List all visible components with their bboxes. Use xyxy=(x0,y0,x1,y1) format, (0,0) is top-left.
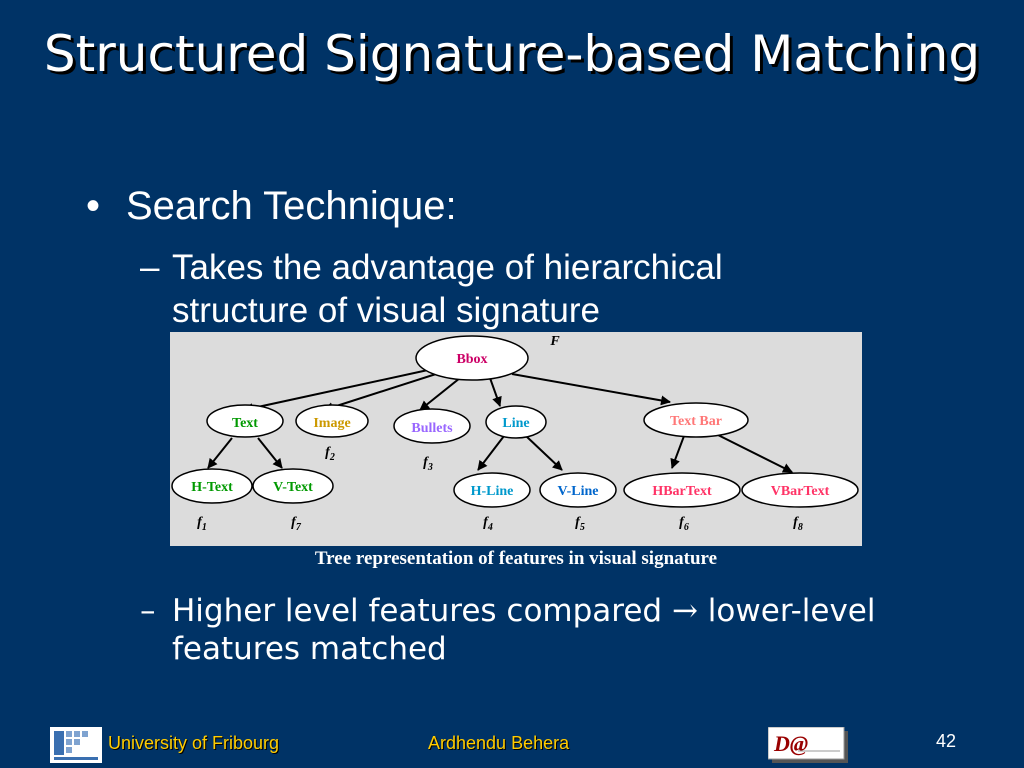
sub-bullet-text: Higher level features compared → lower-l… xyxy=(172,592,932,668)
slide-title: Structured Signature-based Matching xyxy=(43,25,981,83)
node-line xyxy=(485,405,547,439)
tree-edges xyxy=(207,369,793,473)
node-bbox xyxy=(415,335,529,381)
feature-f8: f8 xyxy=(793,515,803,533)
label-vtext: V-Text xyxy=(273,480,313,495)
label-bullets: Bullets xyxy=(411,421,453,436)
label-htext: H-Text xyxy=(191,480,233,495)
feature-f5: f5 xyxy=(575,515,585,533)
da-logo-text: D@ xyxy=(773,731,808,756)
footer-university: University of Fribourg xyxy=(108,733,280,753)
label-hbartext: HBarText xyxy=(652,484,712,499)
slide-number: 42 xyxy=(936,731,957,751)
node-image xyxy=(295,404,369,438)
label-textbar: Text Bar xyxy=(670,414,722,429)
edge-line-vline xyxy=(525,435,563,471)
edge-bbox-textbar xyxy=(511,373,671,406)
sub-bullet-text: Takes the advantage of hierarchical stru… xyxy=(172,248,723,330)
feature-root: F xyxy=(549,334,560,349)
feature-f7: f7 xyxy=(291,515,302,533)
edge-text-htext xyxy=(207,437,233,469)
edge-textbar-vbartext xyxy=(715,433,793,473)
edge-textbar-hbartext xyxy=(670,435,685,469)
node-hline xyxy=(453,472,531,508)
edge-bbox-image xyxy=(323,373,437,413)
node-vline xyxy=(539,472,617,508)
sub-bullet-dash: – xyxy=(140,248,160,287)
feature-f3: f3 xyxy=(423,455,433,473)
label-bbox: Bbox xyxy=(456,352,487,367)
edge-bbox-bullets xyxy=(419,377,461,411)
node-vbartext xyxy=(741,472,859,508)
node-text xyxy=(206,404,284,438)
node-vtext xyxy=(252,468,334,504)
label-vbartext: VBarText xyxy=(771,484,830,499)
label-image: Image xyxy=(313,416,350,431)
feature-f6: f6 xyxy=(679,515,689,533)
label-hline: H-Line xyxy=(471,484,514,499)
da-logo: D@ xyxy=(768,727,848,763)
sub-bullet-dash: – xyxy=(140,593,156,629)
sub-bullet-text-before: Higher level features compared xyxy=(172,593,672,629)
label-line: Line xyxy=(502,416,529,431)
arrow-icon: → xyxy=(671,593,698,629)
edge-line-hline xyxy=(477,435,505,471)
edge-bbox-line xyxy=(489,377,502,407)
university-logo xyxy=(50,727,102,763)
sub-bullet-text-after: lower-level features matched xyxy=(172,593,876,667)
diagram-caption: Tree representation of features in visua… xyxy=(314,548,718,569)
feature-f2: f2 xyxy=(325,445,335,463)
feature-f4: f4 xyxy=(483,515,493,533)
feature-f1: f1 xyxy=(197,515,207,533)
node-bullets xyxy=(393,408,471,444)
tree-diagram: Bbox Text Image Bullets Line Text Bar H-… xyxy=(170,332,862,546)
edge-text-vtext xyxy=(257,437,283,469)
footer-author: Ardhendu Behera xyxy=(428,733,570,753)
node-hbartext xyxy=(623,472,741,508)
tree-nodes xyxy=(171,335,859,508)
label-vline: V-Line xyxy=(558,484,599,499)
label-text: Text xyxy=(232,416,258,431)
bullet-marker: • xyxy=(86,184,101,228)
bullet-text: Search Technique: xyxy=(126,184,457,228)
node-textbar xyxy=(643,402,749,438)
node-htext xyxy=(171,468,253,504)
edge-bbox-text xyxy=(243,369,429,413)
